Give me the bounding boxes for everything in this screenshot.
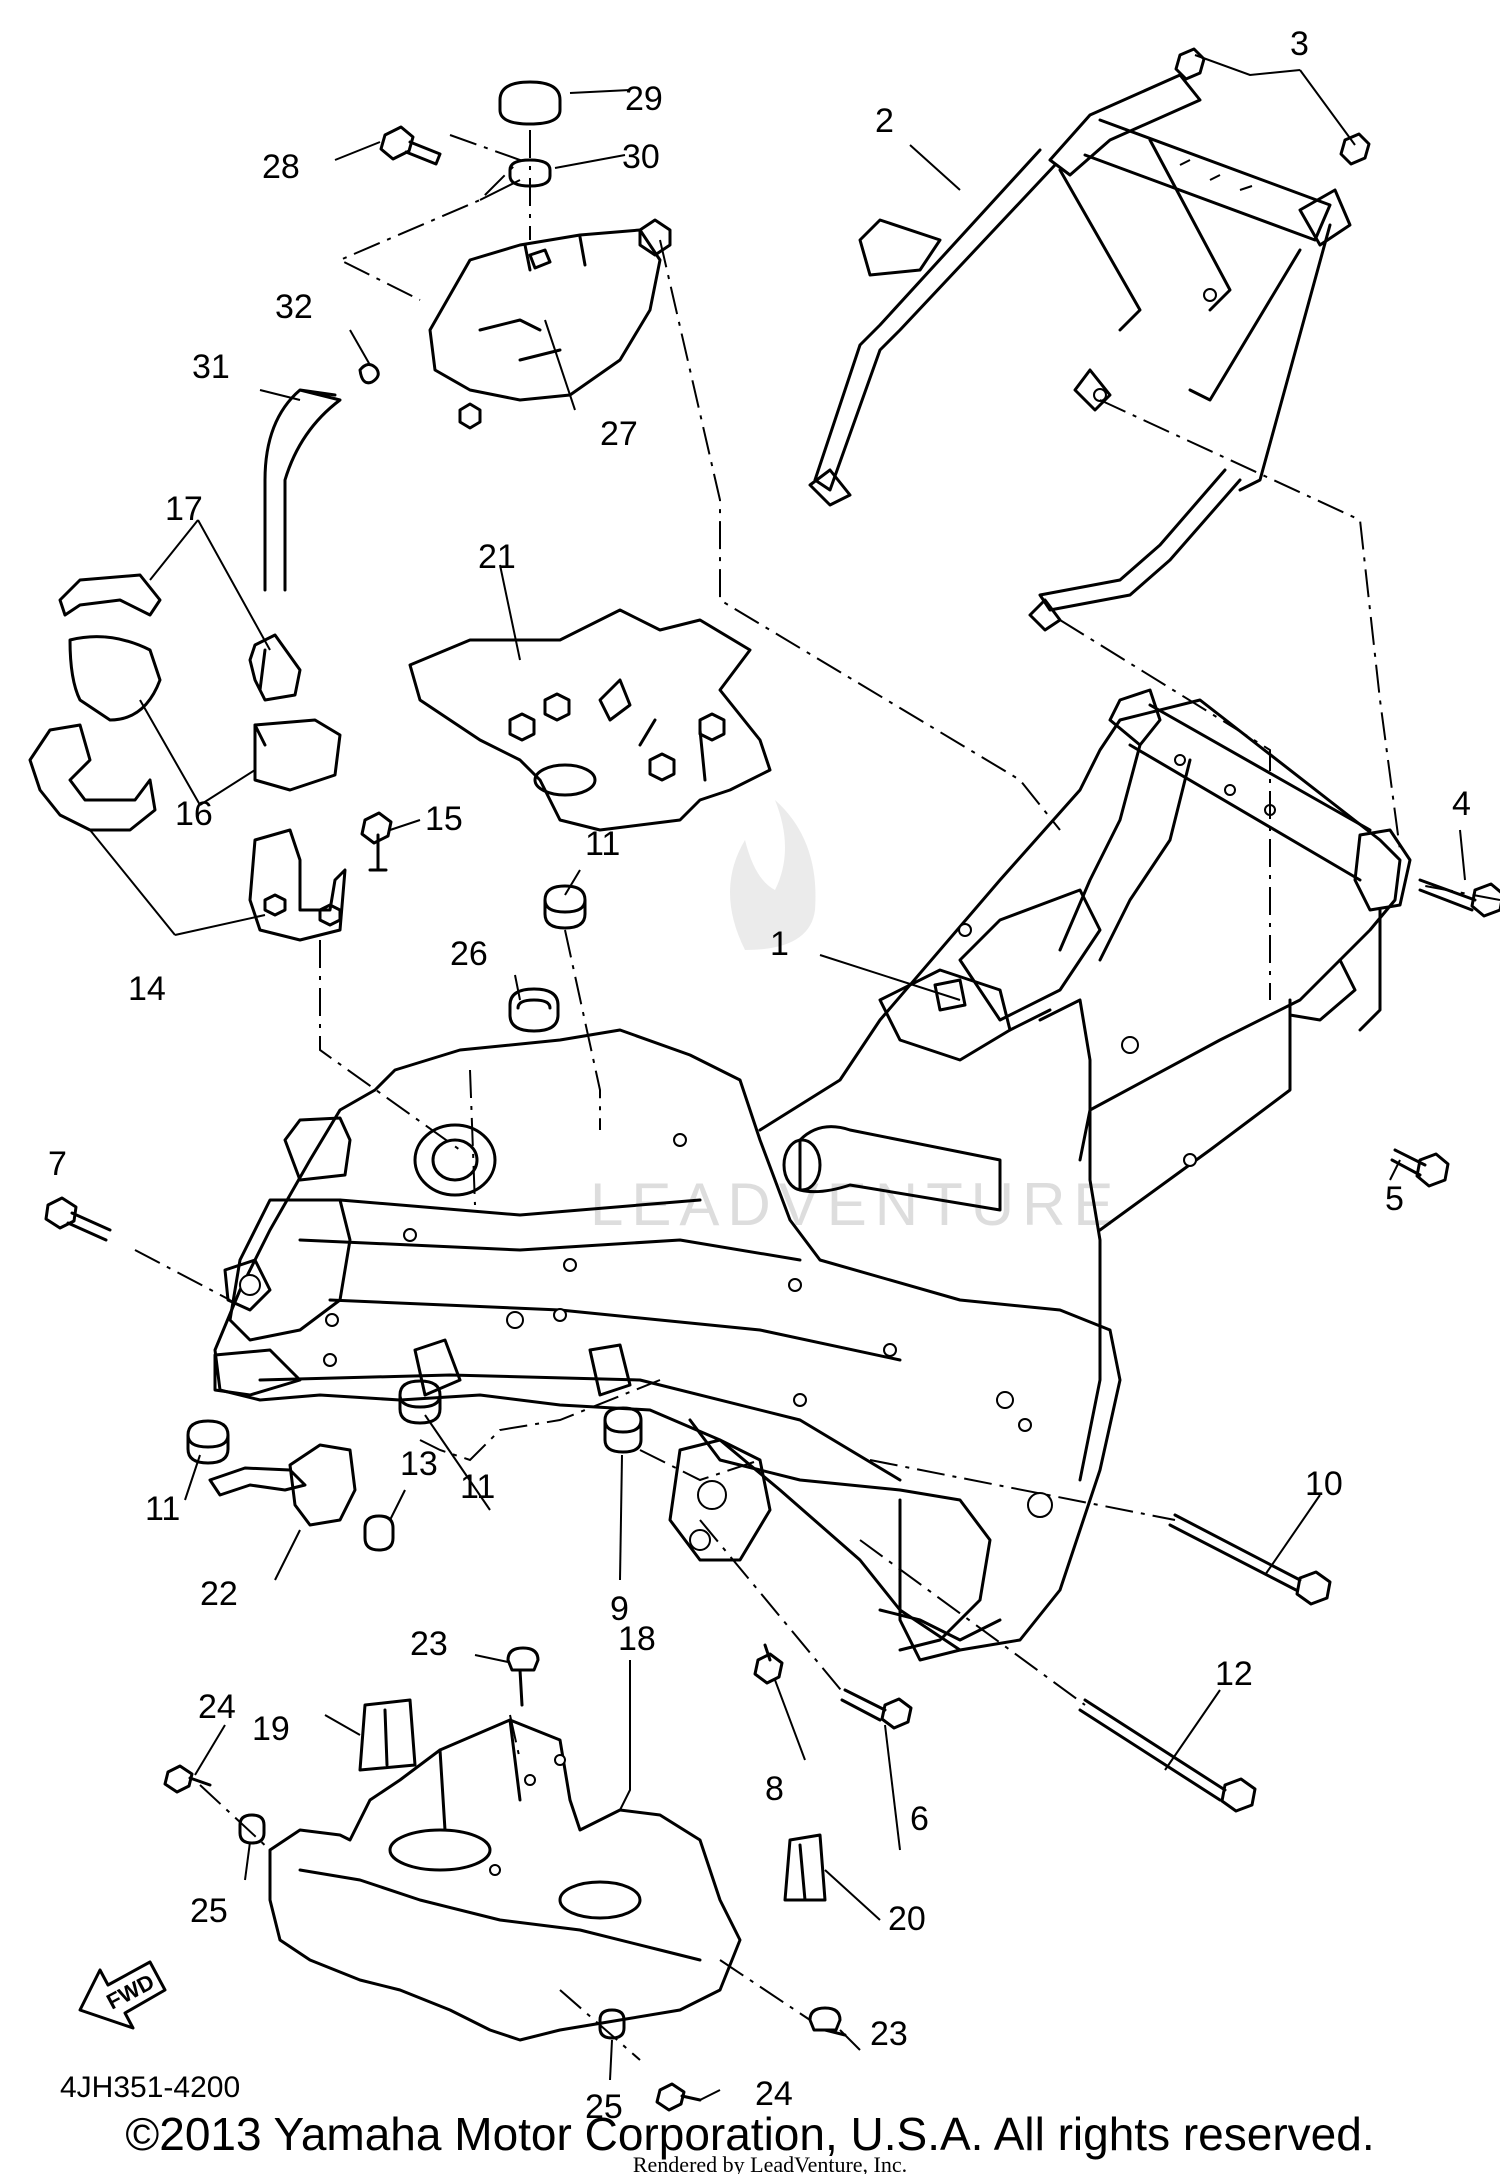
callout-25-bottom: 25 [585,2088,623,2126]
part-25-washer-left [238,1813,266,1845]
part-26-grommet [508,987,560,1033]
part-24-screw-bottom [655,2082,702,2112]
leadventure-watermark: LEADVENTURE [590,800,1121,1238]
callout-19: 19 [252,1710,290,1748]
part-9-collar [603,1406,643,1454]
part-29-cap [498,80,562,126]
part-11-collar-left [186,1419,230,1465]
callout-15: 15 [425,800,463,838]
callout-3: 3 [1290,25,1309,63]
watermark-text: LEADVENTURE [590,1171,1121,1238]
callout-11-mid: 11 [460,1468,495,1506]
diagram-code: 4JH351-4200 [60,2071,240,2104]
part-23-rivet-top [506,1646,540,1707]
callout-11-top: 11 [585,825,620,863]
part-16-bracket [68,635,342,792]
callout-26: 26 [450,935,488,973]
callout-28: 28 [262,148,300,186]
callout-27: 27 [600,415,638,453]
part-25-washer-bottom [598,2008,626,2040]
part-14-bracket-assembly [28,723,347,942]
callout-5: 5 [1385,1180,1404,1218]
callout-32: 32 [275,288,313,326]
part-6-bolt [840,1688,913,1730]
part-30-gasket [508,158,552,188]
callout-30: 30 [622,138,660,176]
part-17-clamps [58,573,302,702]
callout-1: 1 [770,925,789,963]
part-7-bolt [44,1196,112,1242]
part-1-main-frame [213,688,1412,1662]
part-8-bolt [753,1643,784,1685]
callout-labels: 1 2 3 4 5 6 7 8 9 10 11 11 11 12 13 14 1… [48,25,1471,2126]
part-21-plate [408,608,772,832]
callout-24-left: 24 [198,1688,236,1726]
leader-lines [89,54,1466,2101]
part-19-pad [358,1698,417,1772]
callout-24-bottom: 24 [755,2075,793,2113]
callout-13: 13 [400,1445,438,1483]
callout-16: 16 [175,795,213,833]
part-23-rivet-bottom [808,2006,847,2037]
callout-9: 9 [610,1590,629,1628]
part-15-bolt [360,811,393,872]
callout-10: 10 [1305,1465,1343,1503]
callout-6: 6 [910,1800,929,1838]
callout-18: 18 [618,1620,656,1658]
part-22-bracket [208,1443,357,1527]
part-10-bolt [1168,1513,1332,1606]
part-2-rear-frame [808,73,1352,632]
callout-4: 4 [1452,785,1471,823]
part-12-bolt [1078,1698,1257,1813]
part-28-bolt [379,125,442,166]
callout-14: 14 [128,970,166,1008]
part-18-under-cover [268,1718,742,2042]
callout-20: 20 [888,1900,926,1938]
callout-29: 29 [625,80,663,118]
callout-23-top: 23 [410,1625,448,1663]
callout-31: 31 [192,348,230,386]
forward-arrow: FWD [78,1960,167,2030]
copyright-notice: ©2013 Yamaha Motor Corporation, U.S.A. A… [125,2108,1374,2160]
callout-22: 22 [200,1575,238,1613]
callout-21: 21 [478,538,516,576]
callout-8: 8 [765,1770,784,1808]
callout-23-bottom: 23 [870,2015,908,2053]
part-11-collar-mid [398,1379,442,1425]
callout-12: 12 [1215,1655,1253,1693]
rendered-by-notice: Rendered by LeadVenture, Inc. [633,2152,907,2174]
part-20-pad [783,1833,827,1902]
part-13-washer [363,1514,395,1552]
part-31-hose [263,388,342,592]
part-27-reservoir-tank [428,218,672,430]
callout-11-left: 11 [145,1490,180,1528]
part-5-bolt [1390,1148,1450,1188]
part-3-nuts [1174,47,1371,166]
callout-2: 2 [875,102,894,140]
part-32-clip [358,363,380,385]
part-11-collar-top [543,884,587,930]
callout-25-left: 25 [190,1892,228,1930]
assembly-chain-lines [134,130,1500,2061]
part-24-screw-left [163,1764,212,1794]
callout-17: 17 [165,490,203,528]
callout-7: 7 [48,1145,67,1183]
